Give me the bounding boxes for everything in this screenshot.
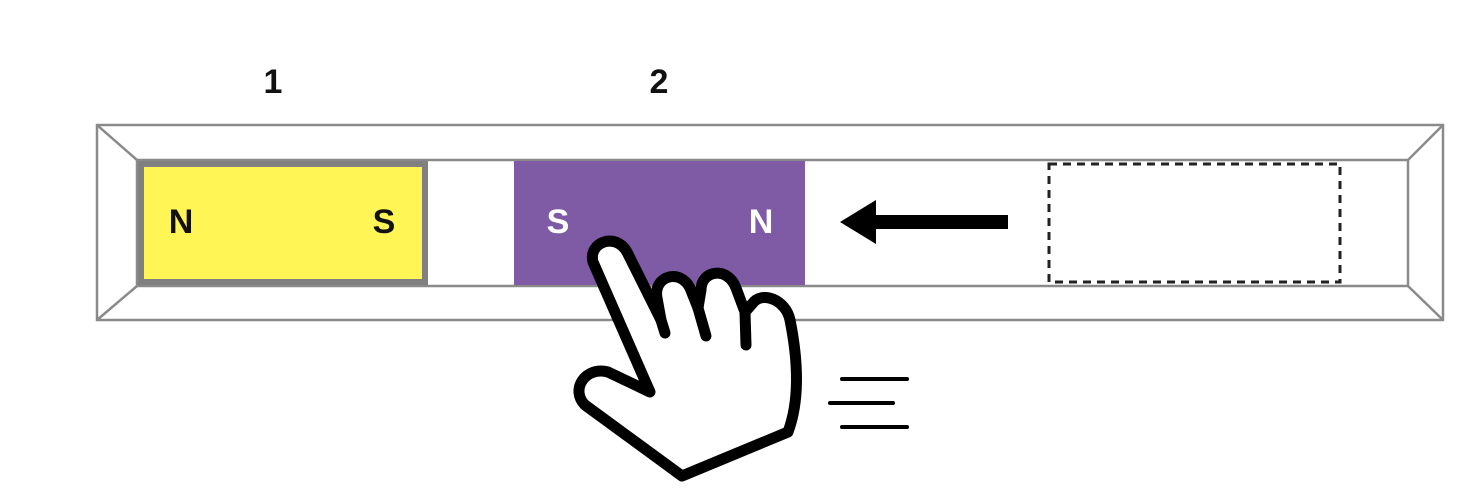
- pointing-hand-icon: [573, 235, 802, 482]
- magnet-1: N S: [138, 161, 428, 285]
- magnet-2-right-pole: N: [749, 203, 774, 241]
- magnet-2-number: 2: [650, 63, 669, 101]
- magnet-1-right-pole: S: [373, 203, 396, 241]
- magnet-2-left-pole: S: [547, 203, 570, 241]
- magnet-ghost-position: [1047, 162, 1342, 284]
- magnet-2[interactable]: S N: [514, 161, 805, 285]
- magnet-1-body: [138, 161, 428, 285]
- track-bevel-tl: [96, 124, 138, 161]
- track-bevel-tr: [1407, 124, 1444, 161]
- track: [95, 123, 1445, 322]
- track-bevel-bl: [96, 285, 138, 321]
- motion-lines-icon: [828, 377, 909, 429]
- magnet-2-body[interactable]: [514, 161, 805, 285]
- magnet-1-left-pole: N: [169, 203, 194, 241]
- left-arrow-icon: [840, 200, 1008, 244]
- track-bevel-br: [1407, 285, 1444, 321]
- magnet-1-number: 1: [264, 63, 283, 101]
